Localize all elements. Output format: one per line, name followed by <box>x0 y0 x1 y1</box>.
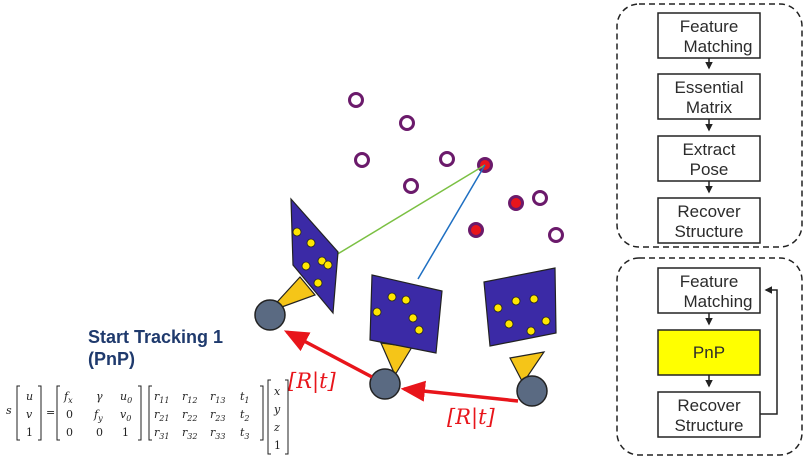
image-plane <box>483 267 557 347</box>
svg-text:Essential: Essential <box>675 78 744 97</box>
svg-text:Feature: Feature <box>680 272 739 291</box>
svg-text:r12: r12 <box>182 390 197 405</box>
step-recover-structure <box>657 391 761 438</box>
equation-scale: s <box>6 404 12 417</box>
svg-text:Pose: Pose <box>690 160 729 179</box>
landmark <box>439 151 455 167</box>
svg-text:0: 0 <box>66 408 73 421</box>
step-feature-matching <box>657 12 761 59</box>
step-recover-structure <box>657 197 761 244</box>
pose-arrow-3-to-2 <box>400 380 519 403</box>
loop-arrow <box>760 286 778 415</box>
projection-ray-green <box>330 164 486 259</box>
camera-body <box>254 299 286 331</box>
step-pnp <box>657 329 761 376</box>
svg-text:Matching: Matching <box>684 292 753 311</box>
projection-ray-blue <box>417 164 486 280</box>
svg-text:Structure: Structure <box>675 416 744 435</box>
camera-body <box>369 368 401 400</box>
svg-text:Extract: Extract <box>683 140 736 159</box>
svg-text:r13: r13 <box>210 390 225 405</box>
svg-text:1: 1 <box>122 426 129 439</box>
svg-text:Recover: Recover <box>677 396 741 415</box>
tracked-landmarks <box>468 157 524 238</box>
svg-text:fy: fy <box>93 408 103 423</box>
tracking-title: Start Tracking 1 (PnP) <box>88 326 223 370</box>
camera-1 <box>254 197 339 331</box>
svg-text:Structure: Structure <box>675 222 744 241</box>
pose-label-1: [R|t] <box>288 369 337 394</box>
pipeline-tracking: Feature Matching PnP Recover Structure <box>616 257 803 456</box>
svg-text:y: y <box>273 403 281 416</box>
feature-points <box>372 292 424 335</box>
camera-2 <box>369 274 443 400</box>
camera-cone <box>509 351 546 385</box>
svg-text:r22: r22 <box>182 408 197 423</box>
svg-text:0: 0 <box>96 426 103 439</box>
pose-label-2: [R|t] <box>447 405 496 430</box>
tracked-landmark <box>468 222 484 238</box>
svg-text:γ: γ <box>96 390 103 403</box>
feature-points <box>493 294 551 336</box>
svg-text:r31: r31 <box>154 426 169 441</box>
svg-text:u0: u0 <box>120 390 132 405</box>
svg-text:z: z <box>273 421 280 434</box>
feature-points <box>292 227 333 288</box>
group-frame <box>616 257 803 456</box>
landmark <box>403 178 419 194</box>
title-line-1: Start Tracking 1 <box>88 327 224 347</box>
image-plane <box>369 274 443 354</box>
svg-text:x: x <box>274 385 281 398</box>
svg-text:t1: t1 <box>240 390 250 405</box>
svg-text:v0: v0 <box>120 408 131 423</box>
eq-one: 1 <box>26 426 33 439</box>
eq-u: u <box>26 390 33 403</box>
landmark <box>399 115 415 131</box>
svg-text:1: 1 <box>274 439 281 452</box>
svg-text:r33: r33 <box>210 426 225 441</box>
svg-text:Feature: Feature <box>680 17 739 36</box>
tracked-landmark <box>508 195 524 211</box>
svg-text:=: = <box>46 406 55 419</box>
svg-text:r11: r11 <box>154 390 169 405</box>
projection-equation: s u v 1 = fx γ u0 0 fy v0 0 0 1 r11 r12 … <box>6 379 289 455</box>
svg-text:0: 0 <box>66 426 73 439</box>
svg-text:t3: t3 <box>240 426 250 441</box>
pipeline-initialization: Feature Matching Essential Matrix Extrac… <box>616 3 803 248</box>
title-line-2: (PnP) <box>88 349 135 369</box>
svg-text:Matching: Matching <box>684 37 753 56</box>
landmark <box>532 190 548 206</box>
svg-text:Matrix: Matrix <box>686 98 733 117</box>
image-plane <box>290 197 339 315</box>
camera-3 <box>483 267 557 407</box>
step-essential-matrix <box>657 73 761 120</box>
pose-arrow-2-to-1 <box>283 330 373 379</box>
landmark <box>354 152 370 168</box>
landmark <box>548 227 564 243</box>
svg-text:fx: fx <box>63 390 73 405</box>
svg-text:t2: t2 <box>240 408 250 423</box>
group-frame <box>616 3 803 248</box>
svg-text:r32: r32 <box>182 426 197 441</box>
svg-text:Recover: Recover <box>677 202 741 221</box>
svg-text:r21: r21 <box>154 408 169 423</box>
step-extract-pose <box>657 135 761 182</box>
pnp-label: PnP <box>693 343 725 362</box>
eq-v: v <box>26 408 33 421</box>
landmark <box>348 92 364 108</box>
camera-body <box>516 375 548 407</box>
svg-text:r23: r23 <box>210 408 225 423</box>
landmarks <box>348 92 564 243</box>
